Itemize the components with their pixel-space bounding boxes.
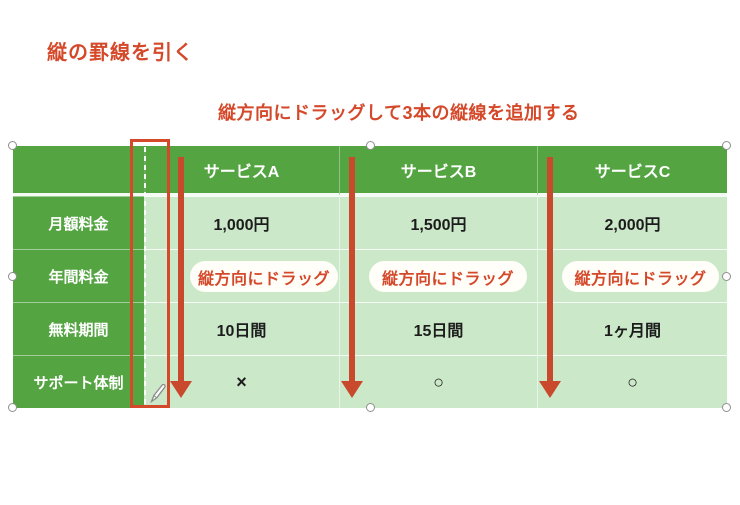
drag-instruction-text: 縦方向にドラッグして3本の縦線を追加する xyxy=(218,103,580,123)
table-header-service-a[interactable]: サービスA xyxy=(144,146,339,196)
selection-handle[interactable] xyxy=(722,403,731,412)
table-cell[interactable]: 1ヶ月間 xyxy=(537,302,727,355)
table-cell[interactable]: ○ xyxy=(537,355,727,408)
page-title: 縦の罫線を引く xyxy=(47,42,194,64)
row-label-support[interactable]: サポート体制 xyxy=(13,355,144,408)
new-vertical-border-line[interactable] xyxy=(144,147,146,407)
drag-arrow-down-icon xyxy=(539,157,561,398)
row-label-yearly-fee[interactable]: 年間料金 xyxy=(13,249,144,302)
drag-hint-pill: 縦方向にドラッグ xyxy=(369,261,527,292)
selection-handle[interactable] xyxy=(722,141,731,150)
table-cell[interactable]: 1,000円 xyxy=(144,196,339,249)
selection-handle[interactable] xyxy=(8,403,17,412)
table-cell[interactable]: × xyxy=(144,355,339,408)
drag-hint-pill: 縦方向にドラッグ xyxy=(190,261,338,292)
selection-handle[interactable] xyxy=(8,272,17,281)
table-cell[interactable]: 1,500円 xyxy=(339,196,537,249)
drag-arrow-down-icon xyxy=(341,157,363,398)
table-cell[interactable]: 2,000円 xyxy=(537,196,727,249)
selection-handle[interactable] xyxy=(722,272,731,281)
pen-cursor-icon xyxy=(147,380,169,409)
table-corner-cell[interactable] xyxy=(13,146,144,196)
selection-handle[interactable] xyxy=(366,403,375,412)
table-cell[interactable]: 15日間 xyxy=(339,302,537,355)
table-cell[interactable]: 10日間 xyxy=(144,302,339,355)
table-header-service-c[interactable]: サービスC xyxy=(537,146,727,196)
row-label-monthly-fee[interactable]: 月額料金 xyxy=(13,196,144,249)
selection-handle[interactable] xyxy=(8,141,17,150)
drag-arrow-down-icon xyxy=(170,157,192,398)
row-label-free-period[interactable]: 無料期間 xyxy=(13,302,144,355)
table-cell[interactable]: ○ xyxy=(339,355,537,408)
highlight-box xyxy=(130,139,170,408)
selection-handle[interactable] xyxy=(366,141,375,150)
drag-hint-pill: 縦方向にドラッグ xyxy=(562,261,719,292)
table-header-service-b[interactable]: サービスB xyxy=(339,146,537,196)
